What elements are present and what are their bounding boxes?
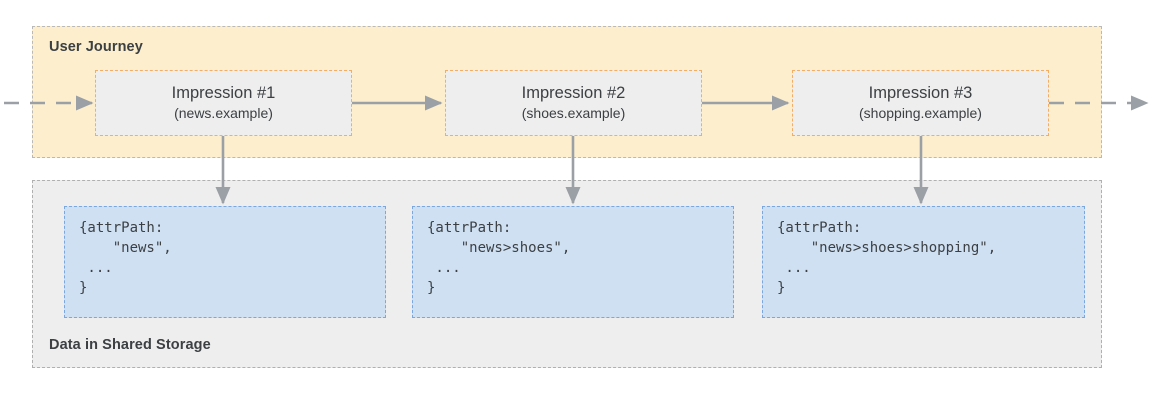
impression-1-title: Impression #1	[171, 84, 276, 103]
storage-entry-box-2: {attrPath: "news>shoes", ... }	[412, 206, 734, 318]
impression-3-site: (shopping.example)	[859, 104, 982, 121]
shared-storage-label: Data in Shared Storage	[49, 337, 211, 353]
impression-2-title: Impression #2	[521, 84, 626, 103]
impression-3-title: Impression #3	[868, 84, 973, 103]
impression-box-1: Impression #1 (news.example)	[95, 70, 352, 136]
impression-box-3: Impression #3 (shopping.example)	[792, 70, 1049, 136]
impression-box-2: Impression #2 (shoes.example)	[445, 70, 702, 136]
storage-entry-2-code: {attrPath: "news>shoes", ... }	[427, 220, 571, 296]
impression-2-site: (shoes.example)	[521, 104, 626, 121]
storage-entry-box-3: {attrPath: "news>shoes>shopping", ... }	[762, 206, 1085, 318]
storage-entry-1-code: {attrPath: "news", ... }	[79, 220, 172, 296]
storage-entry-3-code: {attrPath: "news>shoes>shopping", ... }	[777, 220, 997, 296]
impression-1-site: (news.example)	[174, 104, 273, 121]
user-journey-label: User Journey	[49, 39, 143, 55]
storage-entry-box-1: {attrPath: "news", ... }	[64, 206, 386, 318]
